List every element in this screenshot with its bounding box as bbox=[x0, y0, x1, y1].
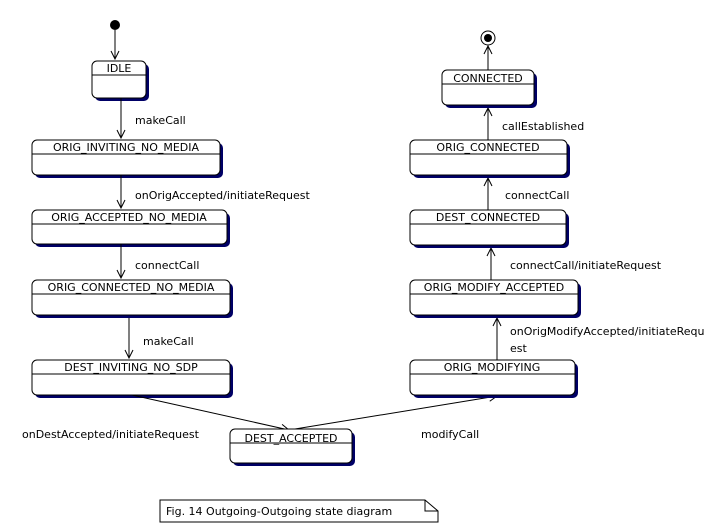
state-connected-label: CONNECTED bbox=[453, 72, 523, 85]
transition-on-orig-modify-accepted-line1: onOrigModifyAccepted/initiateRequ bbox=[510, 325, 704, 338]
transition-call-established-label: callEstablished bbox=[502, 120, 584, 133]
state-orig-modifying: ORIG_MODIFYING bbox=[409, 359, 578, 398]
transition-make-call-2-label: makeCall bbox=[143, 335, 194, 348]
transition-connect-call-1-label: connectCall bbox=[135, 259, 199, 272]
state-orig-accepted-no-media: ORIG_ACCEPTED_NO_MEDIA bbox=[31, 209, 230, 247]
state-orig-modify-accepted-label: ORIG_MODIFY_ACCEPTED bbox=[424, 281, 564, 294]
transition-make-call-1-label: makeCall bbox=[135, 114, 186, 127]
state-connected: CONNECTED bbox=[441, 69, 537, 108]
state-dest-accepted-label: DEST_ACCEPTED bbox=[244, 432, 337, 445]
final-state-icon bbox=[480, 30, 496, 46]
state-orig-inviting-no-media-label: ORIG_INVITING_NO_MEDIA bbox=[53, 141, 200, 154]
transition-on-orig-modify-accepted-label: onOrigModifyAccepted/initiateRequ est bbox=[510, 325, 708, 355]
state-idle-label: IDLE bbox=[107, 62, 132, 75]
state-dest-connected: DEST_CONNECTED bbox=[409, 209, 569, 248]
state-orig-accepted-no-media-label: ORIG_ACCEPTED_NO_MEDIA bbox=[51, 211, 207, 224]
state-orig-connected-no-media: ORIG_CONNECTED_NO_MEDIA bbox=[31, 279, 233, 318]
transition-modify-call bbox=[294, 396, 497, 430]
state-orig-modifying-label: ORIG_MODIFYING bbox=[444, 361, 540, 374]
state-dest-accepted: DEST_ACCEPTED bbox=[229, 428, 355, 466]
state-orig-connected-label: ORIG_CONNECTED bbox=[436, 141, 539, 154]
state-orig-inviting-no-media: ORIG_INVITING_NO_MEDIA bbox=[31, 139, 223, 178]
figure-caption-text: Fig. 14 Outgoing-Outgoing state diagram bbox=[166, 505, 392, 518]
state-dest-connected-label: DEST_CONNECTED bbox=[436, 211, 540, 224]
state-dest-inviting-no-sdp: DEST_INVITING_NO_SDP bbox=[31, 359, 233, 398]
state-orig-modify-accepted: ORIG_MODIFY_ACCEPTED bbox=[409, 279, 581, 318]
state-orig-connected-no-media-label: ORIG_CONNECTED_NO_MEDIA bbox=[48, 281, 215, 294]
initial-state-dot bbox=[110, 20, 120, 30]
state-dest-inviting-no-sdp-label: DEST_INVITING_NO_SDP bbox=[64, 361, 198, 374]
transition-on-dest-accepted bbox=[131, 394, 289, 430]
figure-caption-note: Fig. 14 Outgoing-Outgoing state diagram bbox=[159, 499, 439, 523]
transition-on-orig-accepted-label: onOrigAccepted/initiateRequest bbox=[135, 189, 311, 202]
state-idle: IDLE bbox=[91, 60, 149, 101]
transition-connect-call-2-label: connectCall bbox=[505, 189, 569, 202]
transition-on-dest-accepted-label: onDestAccepted/initiateRequest bbox=[22, 428, 200, 441]
state-orig-connected: ORIG_CONNECTED bbox=[409, 139, 570, 178]
transition-on-orig-modify-accepted-line2: est bbox=[510, 342, 527, 355]
transition-modify-call-label: modifyCall bbox=[421, 428, 479, 441]
transition-connect-call-initiate-label: connectCall/initiateRequest bbox=[510, 259, 662, 272]
